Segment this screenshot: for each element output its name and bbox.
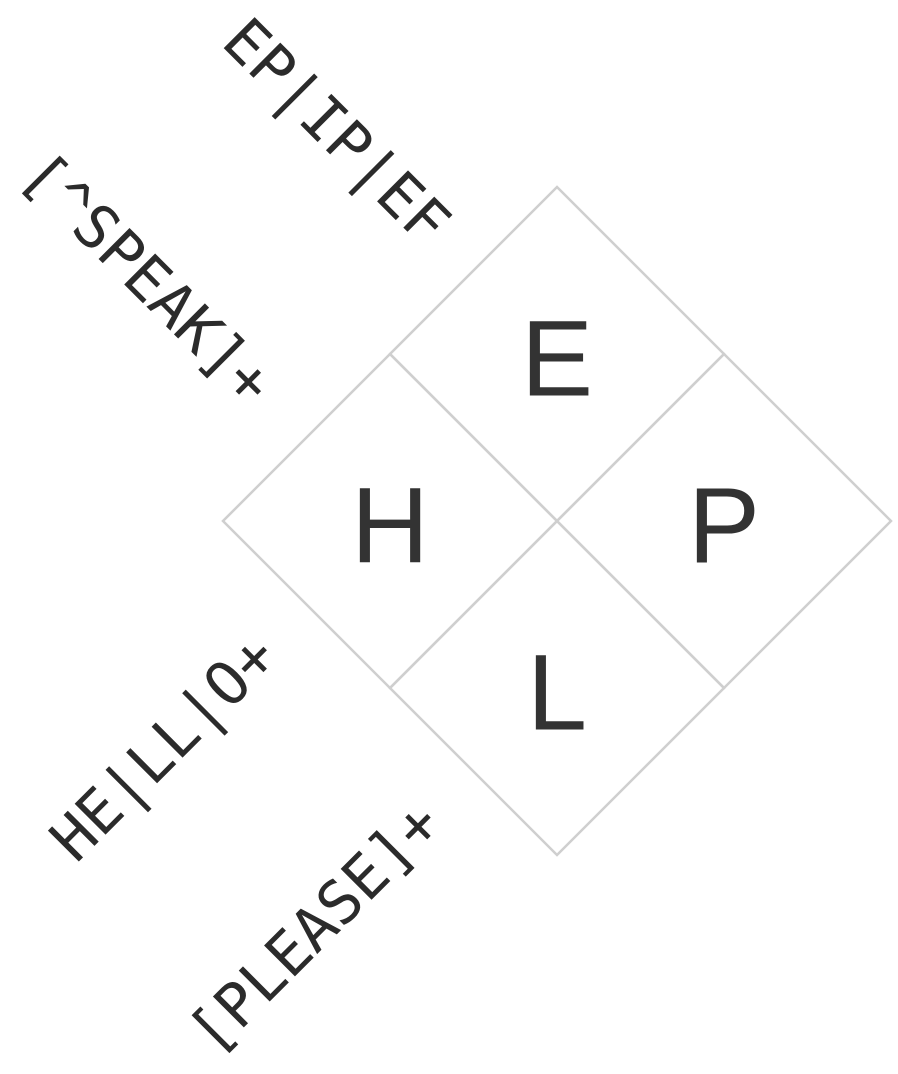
cell-left-letter: H: [351, 465, 429, 586]
clue-bottom-row: HE|LL|O+: [37, 621, 291, 875]
cell-bottom[interactable]: [388, 519, 726, 857]
cell-top-letter: E: [521, 298, 593, 419]
cell-right-letter: P: [688, 465, 760, 586]
clue-top-col: [^SPEAK]+: [7, 139, 286, 418]
cell-bottom-letter: L: [527, 632, 587, 753]
clue-bottom-col: [PLEASE]+: [175, 788, 454, 1067]
clue-top-row: EP|IP|EF: [209, 5, 463, 259]
grid: [221, 185, 893, 857]
